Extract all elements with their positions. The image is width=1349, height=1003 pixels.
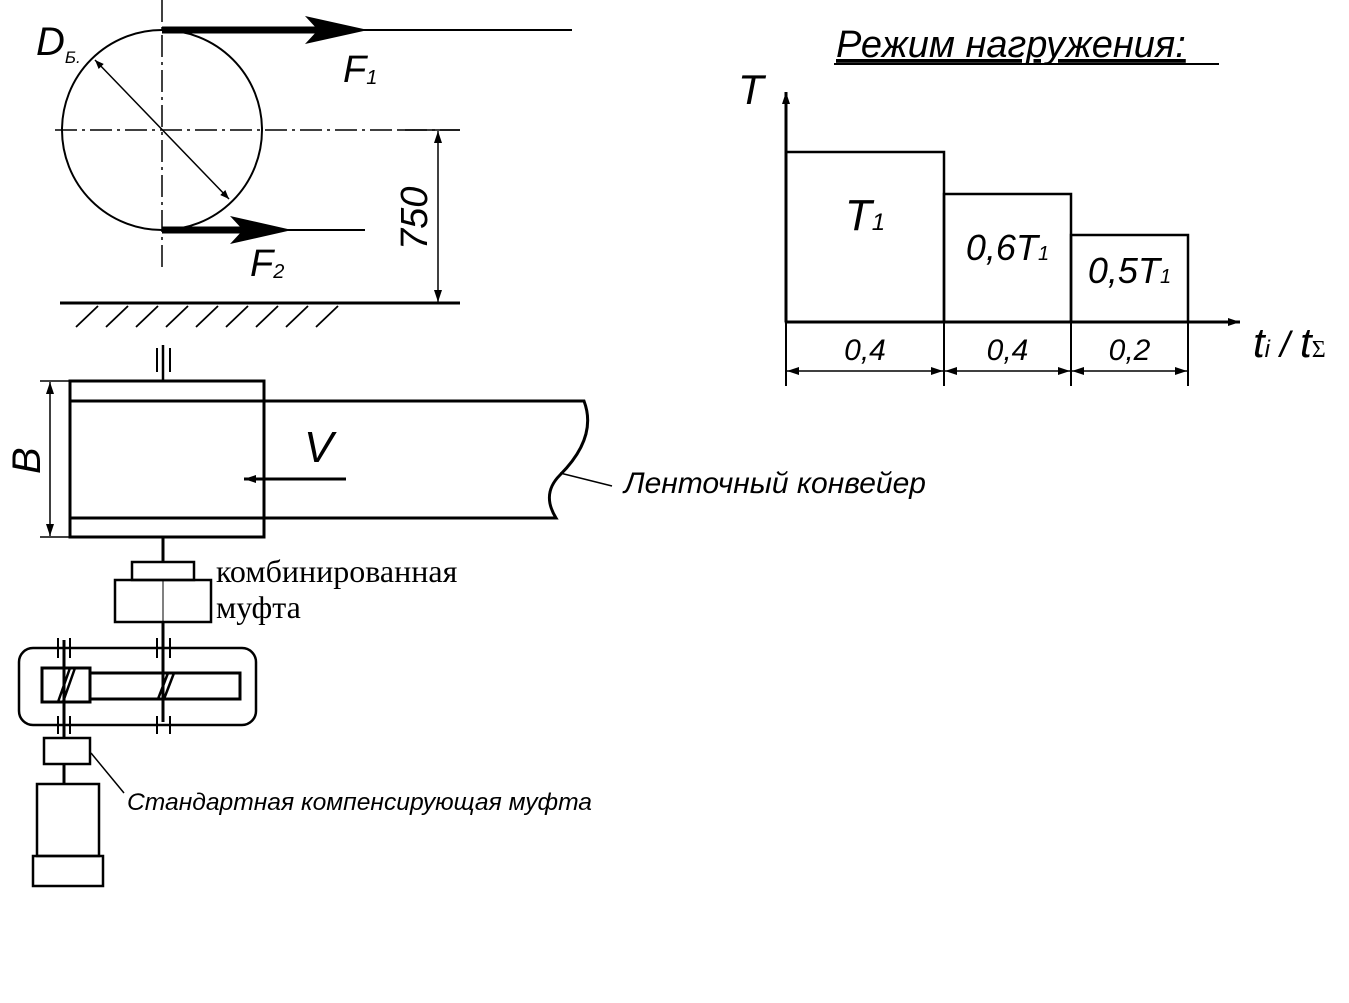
gearbox-housing <box>17 646 258 727</box>
force-bottom-label: F2 <box>250 243 284 285</box>
motor-body <box>35 782 101 858</box>
load-step-bar-3 <box>1069 233 1190 324</box>
standard-coupling-leader <box>90 752 125 794</box>
load-step-duration-label-2: 0,4 <box>987 334 1029 367</box>
ground-hatching <box>75 305 339 328</box>
combined-coupling-label-line2: муфта <box>216 589 301 625</box>
load-chart-y-axis-label: T <box>738 66 767 113</box>
standard-coupling <box>42 736 92 766</box>
width-label: B <box>5 447 49 474</box>
height-dimension-label: 750 <box>394 187 436 250</box>
combined-coupling-label-line1: комбинированная <box>216 553 458 589</box>
force-top-arrowhead <box>305 16 368 44</box>
conveyor-name-label: Ленточный конвейер <box>622 467 926 500</box>
drum-diameter-line <box>94 59 230 200</box>
load-chart <box>782 92 1240 386</box>
load-step-level-label-3: 0,5T1 <box>1088 250 1171 291</box>
force-top-label: F1 <box>343 49 377 91</box>
load-step-duration-label-3: 0,2 <box>1109 334 1151 367</box>
drum-diameter-label: DБ. <box>36 20 81 67</box>
motor-base <box>31 854 105 888</box>
load-chart-title: Режим нагружения: <box>836 24 1186 66</box>
force-bottom-arrowhead <box>230 216 292 244</box>
load-step-level-label-2: 0,6T1 <box>966 227 1049 268</box>
speed-label: V <box>304 423 337 472</box>
load-step-level-label-1: T1 <box>845 191 885 240</box>
combined-coupling-top <box>130 560 196 582</box>
load-step-duration-label-1: 0,4 <box>844 334 886 367</box>
load-chart-x-axis-label: ti / tΣ <box>1253 319 1326 366</box>
conveyor-leader-line <box>559 472 613 487</box>
standard-coupling-label: Стандартная компенсирующая муфта <box>127 789 592 816</box>
belt-top-view <box>70 399 590 520</box>
conveyor-group <box>40 345 613 539</box>
drum-top-view <box>68 379 266 539</box>
drum-group <box>55 0 572 328</box>
drive-train-group <box>17 537 258 888</box>
